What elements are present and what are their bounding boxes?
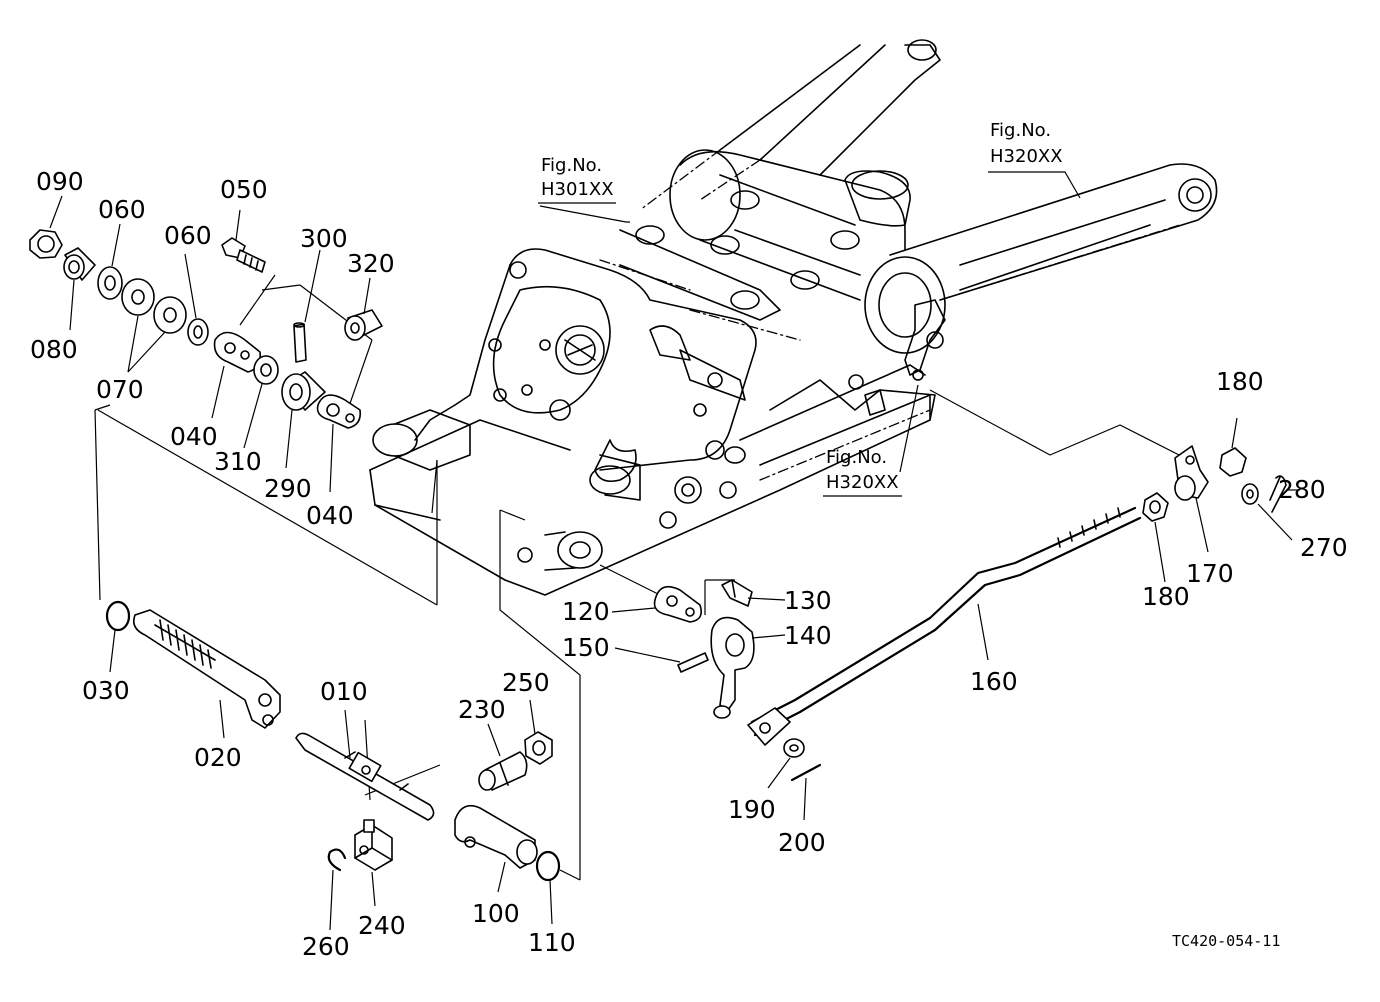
label-100: 100 (472, 899, 520, 928)
part-030-oring (105, 600, 131, 632)
label-230: 230 (458, 695, 506, 724)
part-050-bolt (221, 237, 266, 273)
drawing-code: TC420-054-11 (1172, 932, 1280, 950)
label-040: 040 (306, 501, 354, 530)
part-130-plug (721, 579, 753, 607)
part-040-link-2 (316, 394, 362, 429)
label-200: 200 (778, 828, 826, 857)
fig-ref-label: Fig.No. (826, 447, 887, 468)
label-140: 140 (784, 621, 832, 650)
part-150-pin (677, 652, 709, 673)
label-290: 290 (264, 474, 312, 503)
part-270-washer (1241, 483, 1259, 505)
label-130: 130 (784, 586, 832, 615)
label-180: 180 (1216, 367, 1264, 396)
label-160: 160 (970, 667, 1018, 696)
part-300-pin (293, 322, 307, 363)
part-320-bushing (344, 309, 383, 341)
label-240: 240 (358, 911, 406, 940)
fig-ref-code: H320XX (990, 146, 1063, 167)
label-170: 170 (1186, 559, 1234, 588)
part-250-nut (524, 731, 553, 765)
label-250: 250 (502, 668, 550, 697)
part-040-link (213, 331, 262, 373)
part-140-lever (710, 616, 755, 719)
part-labels: 090 060 050 060 300 320 080 070 040 310 … (30, 167, 1348, 961)
label-050: 050 (220, 175, 268, 204)
fig-ref-code: H320XX (826, 472, 899, 493)
part-110-oring (535, 850, 561, 882)
label-190: 190 (728, 795, 776, 824)
label-020: 020 (194, 743, 242, 772)
label-310: 310 (214, 447, 262, 476)
label-090: 090 (36, 167, 84, 196)
part-190-washer (783, 738, 805, 758)
fig-ref-label: Fig.No. (541, 155, 602, 176)
label-180: 180 (1142, 582, 1190, 611)
part-080-collar (63, 247, 96, 281)
part-100-arm (454, 804, 538, 869)
part-060-washer (97, 266, 123, 300)
label-040: 040 (170, 422, 218, 451)
part-260-clip (327, 848, 347, 872)
housing-assembly (369, 39, 1218, 596)
fig-ref-h320-top: Fig.No. H320XX (990, 120, 1063, 167)
fig-ref-code: H301XX (541, 179, 614, 200)
label-260: 260 (302, 932, 350, 961)
label-110: 110 (528, 928, 576, 957)
part-290-collar (281, 371, 326, 411)
part-160-rod (747, 506, 1142, 746)
label-120: 120 (562, 597, 610, 626)
label-070: 070 (96, 375, 144, 404)
part-180-nut (1142, 447, 1247, 522)
callout-leaders (49, 171, 1300, 931)
part-090-nut (29, 229, 63, 259)
part-310-washer (253, 355, 279, 385)
label-280: 280 (1278, 475, 1326, 504)
part-170-clevis (1174, 445, 1209, 501)
label-270: 270 (1300, 533, 1348, 562)
part-120-plate (653, 585, 703, 623)
label-300: 300 (300, 224, 348, 253)
label-320: 320 (347, 249, 395, 278)
part-230-pin (478, 751, 528, 791)
part-010-shaft (295, 732, 435, 821)
label-080: 080 (30, 335, 78, 364)
fig-ref-h320-bottom: Fig.No. H320XX (823, 447, 902, 497)
part-280-pin (1269, 475, 1287, 513)
fig-ref-label: Fig.No. (990, 120, 1051, 141)
label-150: 150 (562, 633, 610, 662)
part-200-pin (790, 763, 822, 782)
part-020-shaft (132, 609, 281, 729)
label-010: 010 (320, 677, 368, 706)
part-060-washer-2 (187, 318, 209, 346)
label-030: 030 (82, 676, 130, 705)
label-060: 060 (98, 195, 146, 224)
label-060: 060 (164, 221, 212, 250)
part-240-block (354, 819, 393, 871)
part-070-washer (121, 278, 187, 334)
fig-ref-h301: Fig.No. H301XX (538, 155, 616, 204)
